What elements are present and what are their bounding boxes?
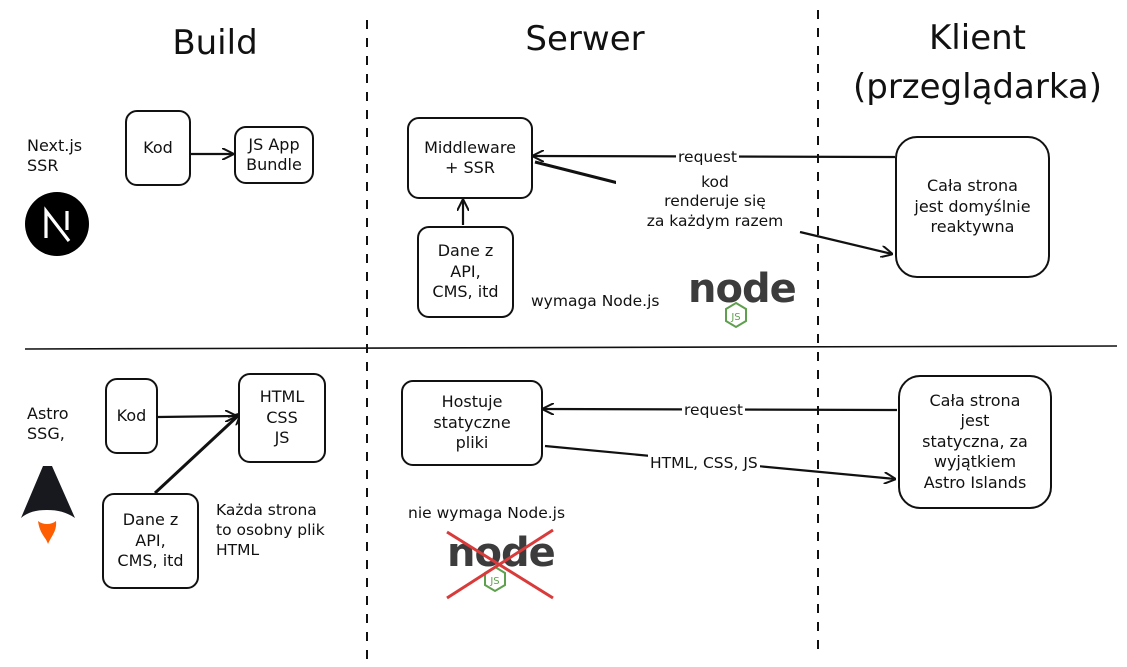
arrow-response-top-b [799,230,892,254]
node-logo-badge-bottom: JS [489,576,499,587]
arrow-response-top-a [534,160,623,186]
node-logo-word-top: node [688,266,796,312]
nextjs-logo [25,192,89,256]
edge-label-request-bottom: request [682,401,745,421]
node-logo-badge-top: JS [730,312,740,323]
cross-line-2 [446,528,554,600]
column-title-client: Klient (przeglądarka) [852,18,1103,108]
node-logo-word-bottom: node [447,530,555,576]
box-client-bottom: Cała strona jest statyczna, za wyjątkiem… [898,375,1052,509]
edge-label-response-bottom: HTML, CSS, JS [648,454,760,474]
node-logo-top: node JS [688,266,797,329]
note-no-node-required: nie wymaga Node.js [408,504,566,522]
box-client-top: Cała strona jest domyślnie reaktywna [895,136,1050,278]
column-title-server: Serwer [525,19,645,59]
node-logo-bottom: node JS [446,528,556,600]
column-title-build: Build [172,23,258,63]
box-data-bottom: Dane z API, CMS, itd [102,493,199,589]
box-static-hosting: Hostuje statyczne pliki [401,380,543,466]
edge-label-request-top: request [676,148,739,168]
edge-label-response-top: kod renderuje się za każdym razem [616,173,814,232]
box-js-bundle: JS App Bundle [234,126,314,184]
divider-rows [24,345,1118,350]
box-html-css-js: HTML CSS JS [238,373,326,463]
row-label-astro: Astro SSG, [27,404,69,444]
box-code-top: Kod [125,110,191,186]
arrow-code-to-output [157,416,236,417]
box-data-top: Dane z API, CMS, itd [417,226,514,318]
arrow-data-to-output [153,414,240,495]
box-code-bottom: Kod [105,378,158,454]
note-requires-node: wymaga Node.js [531,292,660,310]
box-middleware-ssr: Middleware + SSR [407,117,533,199]
astro-logo [21,466,75,544]
row-label-nextjs: Next.js SSR [27,136,83,176]
note-each-page-html: Każda strona to osobny plik HTML [216,501,325,559]
